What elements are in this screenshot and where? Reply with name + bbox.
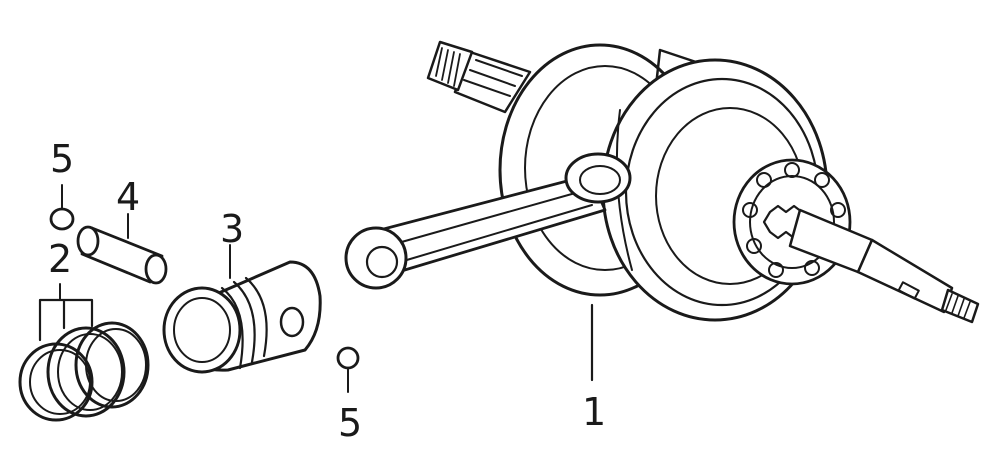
piston-pin-clip-upper: 5 xyxy=(49,137,75,231)
piston: 3 xyxy=(162,207,322,374)
piston-rings-label: 2 xyxy=(48,237,72,281)
piston-pin-clip-lower: 5 xyxy=(336,346,362,445)
connecting-rod-small-end xyxy=(344,226,408,290)
crankshaft-assembly: 1 xyxy=(344,40,980,434)
piston-pin: 4 xyxy=(76,175,168,285)
crankshaft-label: 1 xyxy=(582,390,606,434)
crankshaft-right-shaft xyxy=(788,208,980,324)
piston-label: 3 xyxy=(220,207,244,251)
piston-pin-label: 4 xyxy=(116,175,140,219)
crankshaft-left-shaft xyxy=(426,40,532,114)
crankshaft-bearing xyxy=(732,158,852,286)
clip-lower-label: 5 xyxy=(338,401,362,445)
piston-rings: 2 xyxy=(18,237,150,422)
connecting-rod xyxy=(378,152,632,277)
clip-upper-label: 5 xyxy=(50,137,74,181)
